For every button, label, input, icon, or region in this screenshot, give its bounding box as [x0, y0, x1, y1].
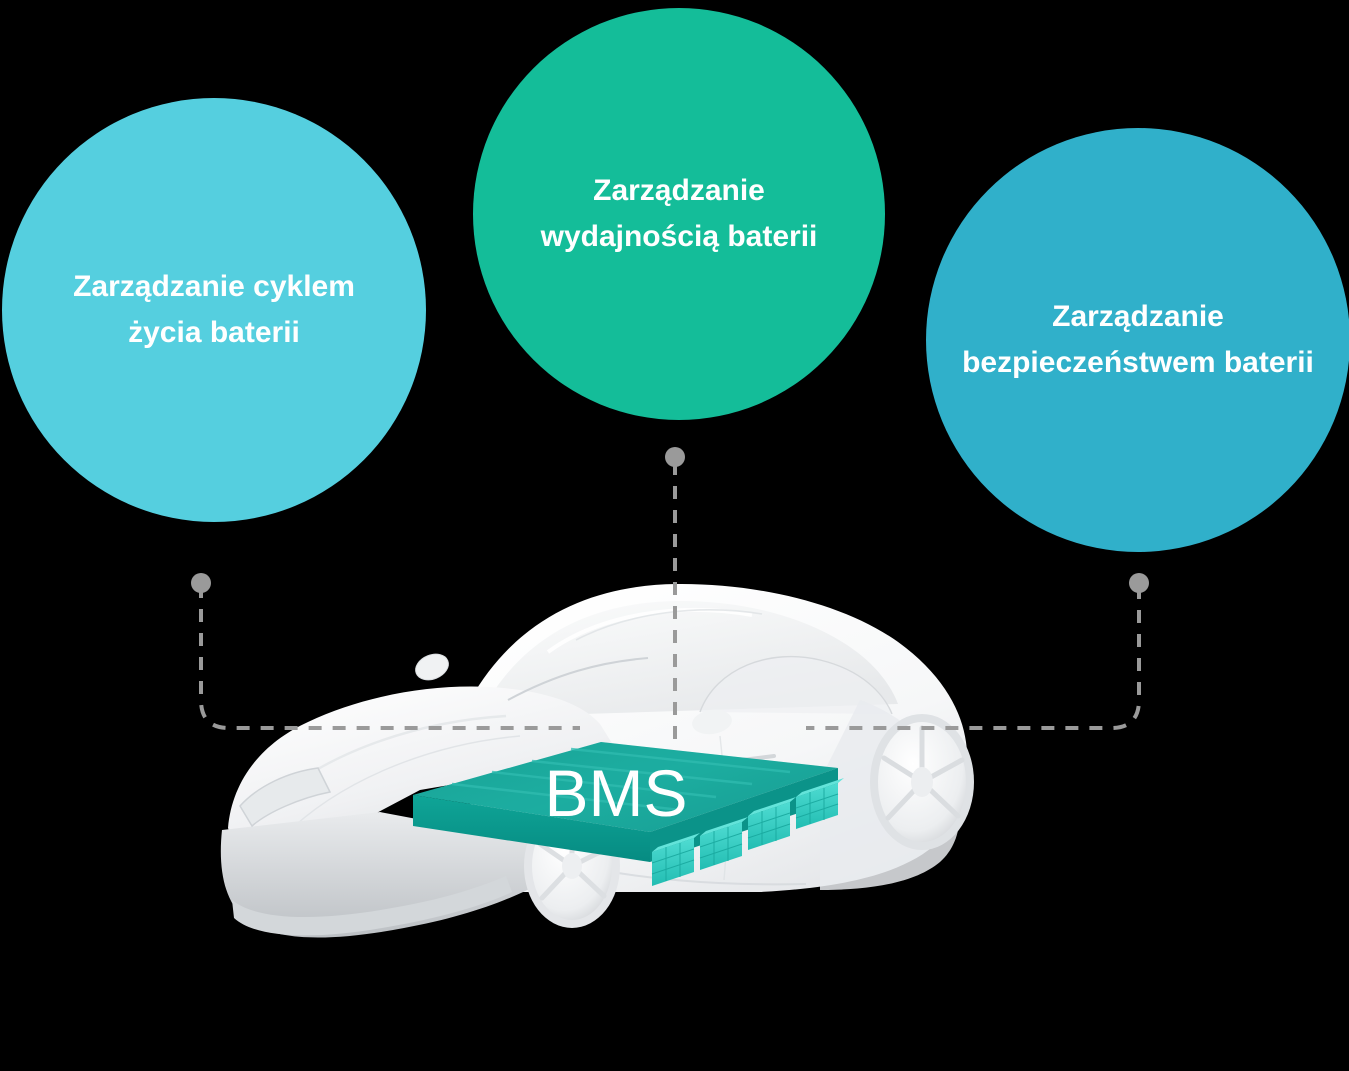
bubble-center-label: Zarządzanie wydajnością baterii	[540, 173, 818, 254]
bms-label: BMS	[544, 756, 688, 830]
battery-modules	[651, 778, 844, 886]
bubble-left-label: Zarządzanie cyklem życia baterii	[73, 269, 355, 350]
bubble-right-label: Zarządzanie bezpieczeństwem baterii	[962, 299, 1314, 380]
bubble-battery-performance-management[interactable]: Zarządzanie wydajnością baterii	[473, 8, 885, 420]
bubble-battery-safety-management[interactable]: Zarządzanie bezpieczeństwem baterii	[926, 128, 1349, 552]
bubble-battery-lifecycle-management[interactable]: Zarządzanie cyklem życia baterii	[2, 98, 426, 522]
car-wheel-rear	[870, 714, 974, 850]
battery-pack	[413, 742, 844, 886]
